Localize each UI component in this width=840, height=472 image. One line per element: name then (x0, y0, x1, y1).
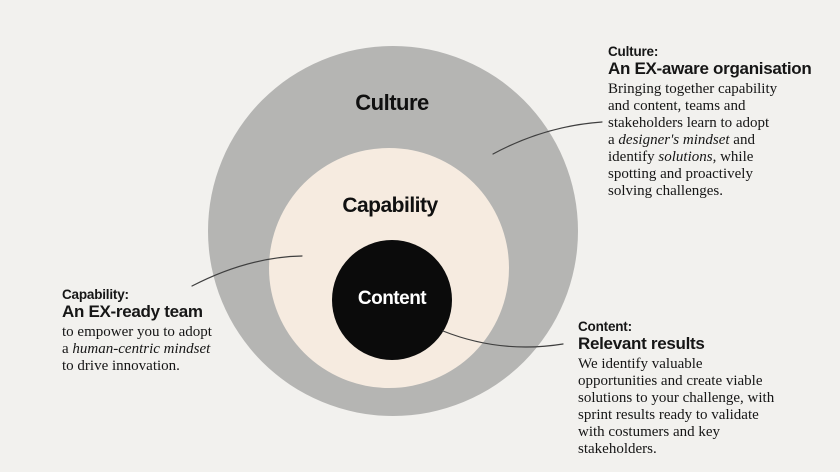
content-circle-label: Content (357, 288, 427, 309)
content-circle (332, 240, 452, 360)
culture-annotation-heading: An EX-aware organisation (608, 59, 812, 78)
culture-annotation-kicker: Culture: (608, 44, 659, 59)
content-annotation: Content: Relevant results We identify va… (578, 319, 774, 458)
capability-annotation: Capability: An EX-ready team to empower … (62, 287, 212, 375)
capability-annotation-kicker: Capability: (62, 287, 129, 302)
culture-annotation: Culture: An EX-aware organisation Bringi… (608, 44, 812, 200)
capability-annotation-heading: An EX-ready team (62, 302, 203, 321)
content-annotation-kicker: Content: (578, 319, 632, 334)
capability-circle-label: Capability (342, 194, 438, 217)
culture-circle-label: Culture (355, 90, 429, 115)
content-annotation-heading: Relevant results (578, 334, 705, 353)
